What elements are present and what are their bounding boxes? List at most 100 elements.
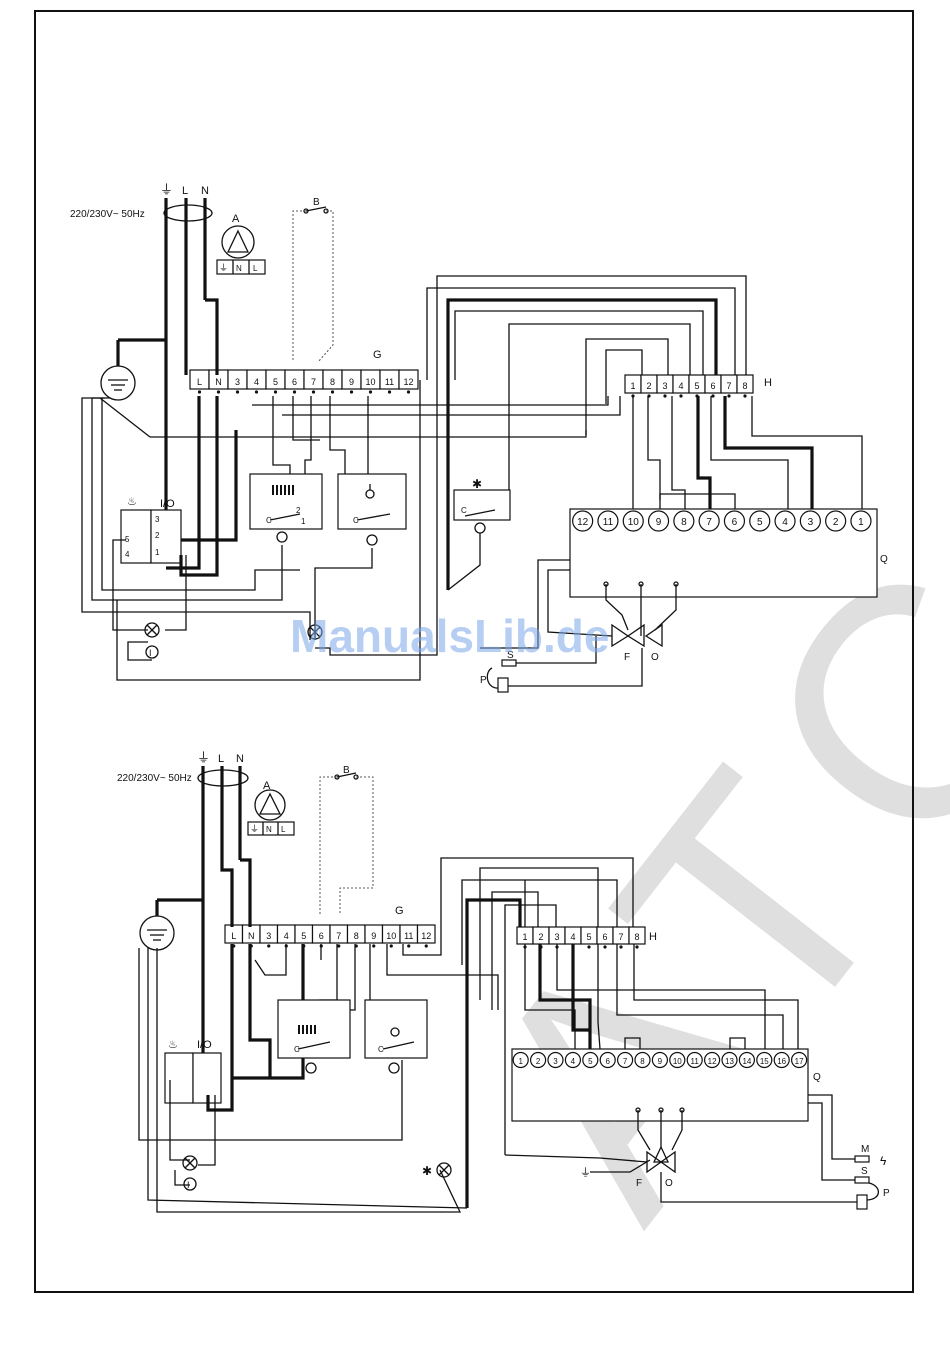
upper-sensor-s: S: [507, 650, 514, 661]
upper-terminal-q-12: 12: [577, 517, 589, 528]
lower-terminal-g-4: 4: [284, 931, 289, 941]
upper-terminal-g-11: 11: [385, 377, 394, 387]
upper-terminal-q-6: 6: [732, 517, 738, 528]
upper-io-hand-icon: ♨: [127, 496, 137, 508]
lower-terminal-g-8: 8: [354, 931, 359, 941]
upper-terminal-g-12: 12: [403, 377, 413, 387]
lower-terminal-h-2: 2: [538, 932, 543, 942]
upper-io-t3: 3: [155, 515, 160, 524]
lower-probe-p: P: [883, 1188, 890, 1199]
upper-switch-b-label: B: [313, 197, 320, 208]
lower-supply-label: 220/230V~ 50Hz: [117, 773, 192, 784]
lower-earth-top: ⏚: [197, 750, 210, 765]
lower-terminal-q-10: 10: [673, 1057, 682, 1066]
upper-terminal-h-4: 4: [678, 381, 683, 391]
upper-pump-t3: L: [253, 264, 258, 273]
upper-indicator-icon: [145, 645, 159, 659]
upper-terminal-g-5: 5: [273, 377, 278, 387]
lower-terminal-h-7: 7: [618, 932, 623, 942]
svg-text:ϟ: ϟ: [880, 1154, 887, 1168]
upper-terminal-g-9: 9: [349, 377, 354, 387]
upper-neutral-label: N: [201, 185, 209, 197]
lower-terminal-q-17: 17: [795, 1057, 804, 1066]
upper-frost-icon: ✱: [472, 477, 482, 491]
upper-thermo1-n2: 2: [296, 506, 301, 515]
upper-terminal-q-8: 8: [681, 517, 687, 528]
lower-terminal-h-6: 6: [602, 932, 607, 942]
lower-terminal-g-9: 9: [371, 931, 376, 941]
lower-terminal-q-13: 13: [725, 1057, 734, 1066]
upper-pump-t1: ⏚: [219, 263, 228, 273]
lower-terminal-q-3: 3: [553, 1057, 558, 1066]
lower-indicator-icon: [183, 1177, 197, 1191]
upper-terminal-q-10: 10: [628, 517, 640, 528]
lower-io-hand-icon: ♨: [168, 1039, 178, 1051]
lower-terminal-g-3: 3: [266, 931, 271, 941]
upper-terminal-g-10: 10: [365, 377, 375, 387]
svg-text:⏚: ⏚: [580, 1166, 591, 1179]
upper-terminal-q-1: 1: [858, 517, 864, 528]
upper-lamp-code: I: [149, 648, 152, 658]
upper-terminal-q-7: 7: [706, 517, 712, 528]
upper-terminal-g-L: L: [197, 377, 202, 387]
upper-lamp-icon: [144, 622, 160, 638]
lower-terminal-g-10: 10: [386, 931, 396, 941]
lower-terminal-g-N: N: [248, 931, 255, 941]
upper-terminal-q-11: 11: [603, 517, 614, 528]
lower-block-h-label: H: [649, 931, 657, 943]
upper-terminal-q-5: 5: [757, 517, 763, 528]
upper-valve-f: F: [624, 652, 630, 663]
upper-block-h-label: H: [764, 377, 772, 389]
upper-terminal-h-8: 8: [742, 381, 747, 391]
lower-terminal-q-6: 6: [605, 1057, 610, 1066]
lower-line-label: L: [218, 753, 224, 765]
lower-block-g-label: G: [395, 905, 404, 917]
upper-terminal-q-4: 4: [782, 517, 788, 528]
upper-terminal-h-6: 6: [710, 381, 715, 391]
lower-terminal-q-12: 12: [708, 1057, 717, 1066]
upper-terminal-g-3: 3: [235, 377, 240, 387]
lower-terminal-g-12: 12: [421, 931, 431, 941]
lower-thermo2-c: C: [378, 1045, 384, 1054]
upper-io-t2: 2: [155, 531, 160, 540]
upper-io-t1: 1: [155, 548, 160, 557]
lower-terminal-g-11: 11: [404, 931, 413, 941]
lower-terminal-h-1: 1: [522, 932, 527, 942]
upper-io-t5: 5: [125, 535, 130, 544]
upper-block-q-label: Q: [880, 554, 888, 565]
upper-terminal-g-6: 6: [292, 377, 297, 387]
lower-terminal-q-16: 16: [777, 1057, 786, 1066]
upper-terminal-g-4: 4: [254, 377, 259, 387]
upper-terminal-h-5: 5: [694, 381, 699, 391]
upper-thermo1-c: C: [266, 516, 272, 525]
upper-terminal-h-7: 7: [726, 381, 731, 391]
lower-lamp-code: I: [187, 1180, 190, 1190]
upper-thermo3-c: C: [461, 506, 467, 515]
upper-terminal-q-9: 9: [656, 517, 662, 528]
lower-motor-m: M: [861, 1144, 869, 1155]
watermark-text: ManualsLib.de: [290, 610, 609, 662]
lower-terminal-q-5: 5: [588, 1057, 593, 1066]
lower-sensor-s: S: [861, 1166, 868, 1177]
upper-terminal-h-2: 2: [646, 381, 651, 391]
upper-block-g-label: G: [373, 349, 382, 361]
lower-terminal-q-11: 11: [691, 1057, 700, 1066]
upper-line-label: L: [182, 185, 188, 197]
upper-probe-p: P: [480, 675, 487, 686]
lower-terminal-q-8: 8: [640, 1057, 645, 1066]
upper-terminal-q-3: 3: [808, 517, 814, 528]
lower-terminal-q-9: 9: [658, 1057, 663, 1066]
lower-pump-t3: L: [281, 825, 286, 834]
lower-frost-icon: ✱: [422, 1164, 432, 1178]
lower-terminal-h-8: 8: [634, 932, 639, 942]
lower-terminal-q-15: 15: [760, 1057, 769, 1066]
lower-terminal-q-2: 2: [536, 1057, 541, 1066]
upper-pump-t2: N: [236, 264, 242, 273]
upper-terminal-h-1: 1: [630, 381, 635, 391]
upper-terminal-g-7: 7: [311, 377, 316, 387]
lower-pump-icon: [254, 789, 286, 821]
lower-neutral-label: N: [236, 753, 244, 765]
lower-block-q-label: Q: [813, 1072, 821, 1083]
